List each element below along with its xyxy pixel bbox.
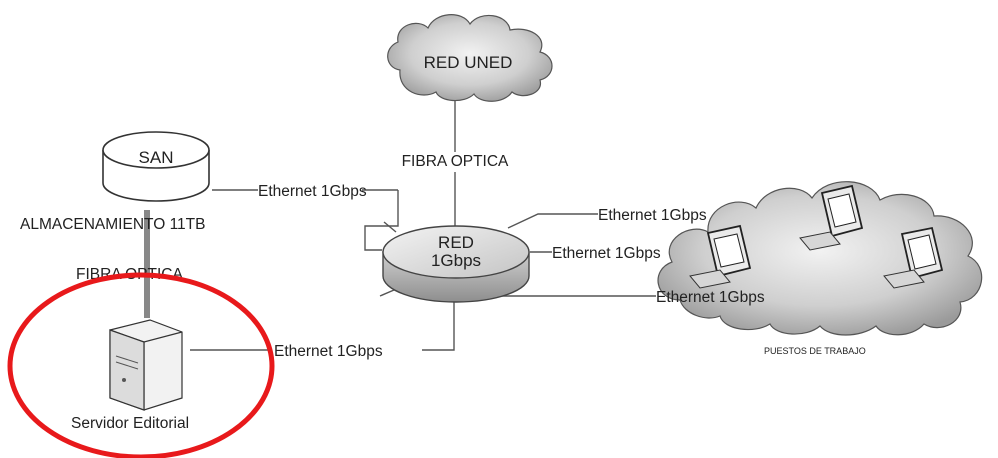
router-label-2: 1Gbps bbox=[431, 251, 481, 270]
cloud-red-uned: RED UNED bbox=[387, 14, 553, 102]
router-label-1: RED bbox=[438, 233, 474, 252]
workstation-pc-1 bbox=[799, 184, 864, 251]
eth-label-ws-top: Ethernet 1Gbps bbox=[598, 207, 707, 224]
cloud-label: RED UNED bbox=[424, 53, 513, 72]
storage-label: ALMACENAMIENTO 11TB bbox=[20, 216, 205, 233]
eth-label-ws-mid: Ethernet 1Gbps bbox=[552, 245, 661, 262]
keyboard-icon bbox=[799, 231, 841, 251]
keyboard-icon bbox=[689, 269, 731, 289]
server-editorial bbox=[109, 319, 183, 411]
server-front bbox=[109, 329, 145, 411]
workstation-pc-2 bbox=[689, 224, 752, 289]
eth-label-ws-bottom: Ethernet 1Gbps bbox=[656, 289, 765, 306]
highlight-circle bbox=[7, 272, 275, 458]
san-eth-line-router bbox=[364, 190, 399, 251]
server-eth-line-right bbox=[422, 300, 455, 351]
workstation-cloud-shape bbox=[657, 181, 983, 336]
server-bay bbox=[115, 355, 139, 364]
screen bbox=[907, 234, 937, 270]
san-cylinder-top bbox=[102, 131, 210, 169]
eth-label-san: Ethernet 1Gbps bbox=[258, 183, 367, 200]
router-red: RED 1Gbps bbox=[382, 225, 530, 303]
san-label: SAN bbox=[139, 148, 174, 167]
cloud-workstations bbox=[657, 181, 983, 336]
server-label: Servidor Editorial bbox=[71, 415, 189, 432]
server-bay bbox=[115, 361, 139, 370]
fiber-label-top: FIBRA OPTICA bbox=[402, 153, 509, 170]
eth-label-server: Ethernet 1Gbps bbox=[274, 343, 383, 360]
keyboard-icon bbox=[883, 269, 925, 289]
workstations-label: PUESTOS DE TRABAJO bbox=[764, 346, 866, 356]
cloud-shape bbox=[387, 14, 553, 102]
screen bbox=[827, 193, 857, 228]
ws-eth-line-top bbox=[507, 213, 598, 229]
router-tick bbox=[379, 289, 395, 297]
san-storage: SAN bbox=[102, 131, 210, 202]
router-tick-2 bbox=[383, 221, 397, 233]
router-top bbox=[382, 225, 530, 279]
workstation-pc-3 bbox=[883, 226, 944, 289]
screen bbox=[713, 233, 745, 268]
server-led bbox=[122, 378, 126, 382]
